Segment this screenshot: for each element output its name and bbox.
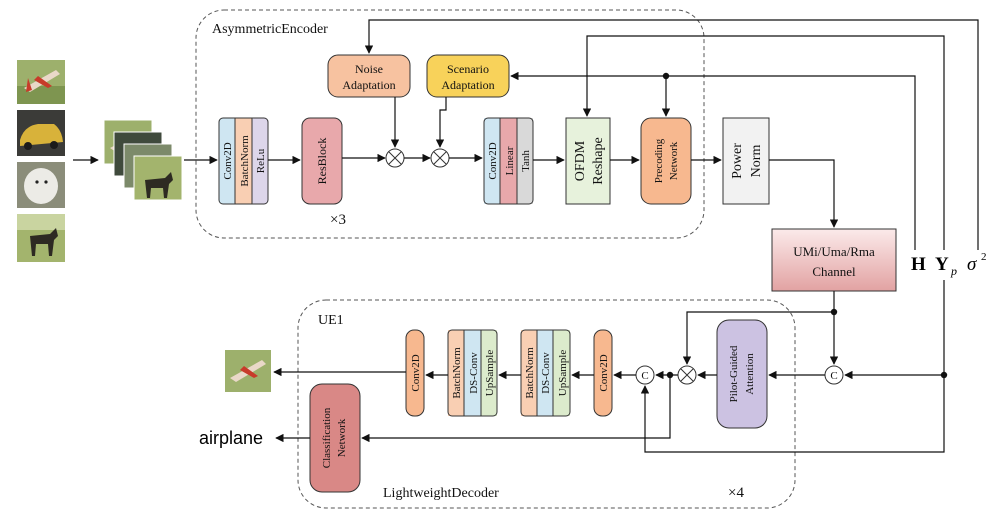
label-sigma-sup: 2 <box>981 251 987 263</box>
svg-text:C: C <box>830 370 837 382</box>
airplane-thumbnail <box>17 60 65 104</box>
encoder-title: AsymmetricEncoder <box>212 22 328 37</box>
svg-text:ReLu: ReLu <box>255 148 267 173</box>
svg-text:Channel: Channel <box>812 264 856 279</box>
svg-text:Scenario: Scenario <box>447 62 489 76</box>
junction-dots <box>662 72 948 379</box>
svg-text:UMi/Uma/Rma: UMi/Uma/Rma <box>793 244 875 259</box>
ofdm-reshape: OFDM Reshape <box>565 117 611 205</box>
precoding-network: Precoding Network <box>640 117 692 205</box>
svg-text:Noise: Noise <box>355 62 383 76</box>
svg-text:Network: Network <box>336 418 348 457</box>
svg-text:Norm: Norm <box>749 145 764 178</box>
concat-node-decoder: C <box>635 365 655 385</box>
decoder-upsample-stack-a: BatchNorm DS-Conv UpSample <box>520 329 571 417</box>
decoder-upsample-stack-b: BatchNorm DS-Conv UpSample <box>447 329 498 417</box>
resblock: ResBlock <box>301 117 343 205</box>
dog-thumbnail <box>17 162 65 208</box>
decoder-group <box>297 299 796 509</box>
decoder-title: LightweightDecoder <box>383 486 499 501</box>
stacked-input-images <box>103 119 183 201</box>
decoder-conv2d-out: Conv2D <box>405 329 425 417</box>
horse-thumbnail <box>17 214 65 262</box>
svg-text:Conv2D: Conv2D <box>222 142 234 179</box>
svg-text:OFDM: OFDM <box>573 140 588 181</box>
svg-text:BatchNorm: BatchNorm <box>239 135 251 187</box>
label-Y: Y <box>935 254 949 275</box>
svg-text:Precoding: Precoding <box>653 138 665 183</box>
svg-text:Tanh: Tanh <box>520 150 532 172</box>
multiply-node-2 <box>430 148 450 168</box>
label-sigma: σ <box>967 254 977 275</box>
svg-text:Conv2D: Conv2D <box>487 142 499 179</box>
encoder-linear-stack: Conv2D Linear Tanh <box>483 117 534 205</box>
svg-text:Reshape: Reshape <box>591 137 606 184</box>
svg-text:Network: Network <box>668 141 680 180</box>
svg-text:Power: Power <box>730 143 745 179</box>
svg-text:Adaptation: Adaptation <box>342 78 395 92</box>
concat-node-channel: C <box>824 365 844 385</box>
svg-text:BatchNorm: BatchNorm <box>524 347 536 399</box>
svg-text:ResBlock: ResBlock <box>315 138 329 185</box>
noise-adaptation: Noise Adaptation <box>327 54 411 98</box>
encoder-conv-stack: Conv2D BatchNorm ReLu <box>218 117 269 205</box>
multiply-node-1 <box>385 148 405 168</box>
channel-block: UMi/Uma/Rma Channel <box>771 228 897 292</box>
resblock-repeat: ×3 <box>330 212 346 228</box>
label-H: H <box>911 254 926 275</box>
pilot-guided-attention: Pilot-Guided Attention <box>716 319 768 429</box>
svg-text:C: C <box>641 370 648 382</box>
power-norm: Power Norm <box>722 117 770 205</box>
svg-text:Conv2D: Conv2D <box>410 354 422 391</box>
car-thumbnail <box>17 110 65 156</box>
decoder-ue-label: UE1 <box>318 313 344 328</box>
svg-text:UpSample: UpSample <box>557 350 569 397</box>
svg-text:UpSample: UpSample <box>484 350 496 397</box>
svg-text:Linear: Linear <box>504 146 516 175</box>
svg-text:Classification: Classification <box>321 407 333 468</box>
reconstructed-airplane <box>225 350 271 392</box>
label-Y-sub: p <box>950 264 957 278</box>
scenario-adaptation: Scenario Adaptation <box>426 54 510 98</box>
svg-text:DS-Conv: DS-Conv <box>468 352 480 394</box>
svg-text:DS-Conv: DS-Conv <box>540 352 552 394</box>
multiply-node-decoder <box>677 365 697 385</box>
svg-text:Adaptation: Adaptation <box>441 78 494 92</box>
svg-text:Conv2D: Conv2D <box>598 354 610 391</box>
encoder-group <box>195 9 705 239</box>
decoder-conv2d-first: Conv2D <box>593 329 613 417</box>
decoder-repeat: ×4 <box>728 485 744 501</box>
classification-network: Classification Network <box>309 383 361 493</box>
output-label: airplane <box>199 428 263 448</box>
svg-text:Attention: Attention <box>744 353 756 395</box>
svg-text:Pilot-Guided: Pilot-Guided <box>728 345 740 402</box>
svg-text:BatchNorm: BatchNorm <box>451 347 463 399</box>
